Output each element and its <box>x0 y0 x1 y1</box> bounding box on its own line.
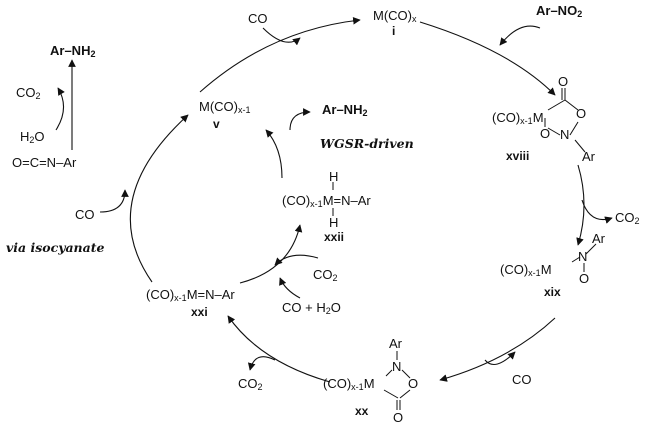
bond-xx-n-o <box>401 369 411 379</box>
bond-xviii-n-o <box>547 127 561 136</box>
arrow-co2-out-inner <box>274 254 319 266</box>
label-xx: xx <box>355 404 369 418</box>
reagent-co2-bottom: CO2 <box>238 376 263 392</box>
label-xviii: xviii <box>506 149 530 163</box>
arrow-co2-out-right <box>581 199 613 224</box>
arrow-xx-to-xxi <box>227 315 331 383</box>
arrow-co2-out-bottom <box>247 356 276 371</box>
arrow-co-in-top <box>262 27 301 46</box>
label-xxii: xxii <box>324 230 345 244</box>
reagent-isocyanate: O=C=N–Ar <box>12 155 77 170</box>
reagent-co2-inner: CO2 <box>313 267 338 283</box>
bond-xviii-oring-n <box>569 121 579 136</box>
xx-carbonyl-o: O <box>393 410 404 425</box>
arrow-coh2o-in <box>279 277 301 299</box>
label-xix: xix <box>544 285 561 299</box>
bond-xix-m-n <box>571 256 581 263</box>
bond-xviii-c-oring <box>564 99 579 111</box>
arrow-i-to-xviii <box>419 21 556 96</box>
xix-ar: Ar <box>592 231 605 246</box>
arrow-xxi-to-xxii <box>239 224 303 284</box>
xviii-ar: Ar <box>582 149 595 164</box>
reagent-ar-no2: Ar–NO2 <box>536 3 583 19</box>
label-xxi: xxi <box>191 305 208 319</box>
arrow-h2o-co2-side <box>55 87 65 131</box>
reagent-h2o-left: H2O <box>20 129 45 145</box>
xx-prefix: (CO)x-1M <box>323 376 375 392</box>
reagent-co-top: CO <box>248 11 268 26</box>
xix-o: O <box>579 271 590 286</box>
xxii-h-bottom: H <box>329 215 339 230</box>
arrow-xxi-to-v <box>129 114 189 283</box>
reagent-co-bottom-right: CO <box>512 372 532 387</box>
label-wgsr-driven: WGSR-driven <box>320 136 414 151</box>
species-xxii: (CO)x-1M=N–Ar <box>282 193 371 209</box>
xviii-carbonyl-o: O <box>558 74 569 89</box>
xviii-n: N <box>560 127 570 142</box>
xxii-h-top: H <box>329 169 339 184</box>
reagent-ar-nh2-inner: Ar–NH2 <box>322 102 368 118</box>
reagent-co2-left: CO2 <box>16 85 41 101</box>
reagent-co-left: CO <box>75 207 95 222</box>
label-v: v <box>213 117 220 131</box>
arrow-co-in-left <box>99 189 129 213</box>
reagent-co2-right: CO2 <box>615 210 640 226</box>
species-v: M(CO)x-1 <box>199 99 251 115</box>
arrow-xviii-to-xix <box>576 164 585 246</box>
bond-xviii-m-c <box>547 99 566 111</box>
arrow-co-in-bottom <box>484 351 516 366</box>
xviii-prefix: (CO)x-1M <box>492 110 544 126</box>
arrow-xxii-to-v <box>265 129 283 179</box>
bond-xx-n-m <box>385 369 393 377</box>
xix-prefix: (CO)x-1M <box>500 262 552 278</box>
species-i: M(CO)x <box>373 8 417 24</box>
xviii-o-ring: O <box>576 106 587 121</box>
xix-n: N <box>578 249 588 264</box>
reagent-co-h2o: CO + H2O <box>282 300 341 316</box>
xviii-o-ring2: O <box>540 126 551 141</box>
bond-xix-n-ar <box>585 243 597 255</box>
arrow-arnh2-out-inner <box>289 108 311 131</box>
bond-xx-o-c <box>399 389 411 399</box>
bond-xx-m-c <box>383 389 399 399</box>
arrow-v-to-i <box>199 16 361 93</box>
arrow-xix-to-xx <box>439 317 556 382</box>
label-i: i <box>392 24 396 38</box>
xx-n: N <box>392 359 402 374</box>
species-xxi: (CO)x-1M=N–Ar <box>146 287 235 303</box>
xx-ar: Ar <box>389 336 402 351</box>
reagent-ar-nh2-left: Ar–NH2 <box>50 43 96 59</box>
label-via-isocyanate: via isocyanate <box>6 240 105 255</box>
arrow-arno2-in <box>499 25 541 46</box>
bond-xviii-n-ar <box>574 139 586 153</box>
xx-o: O <box>408 376 419 391</box>
